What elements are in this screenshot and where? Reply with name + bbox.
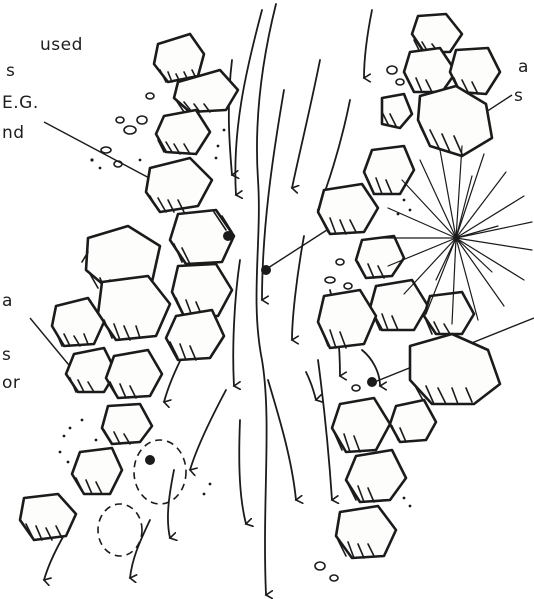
right-bank-boulders <box>318 14 500 558</box>
marker-dot-1 <box>223 231 233 241</box>
marker-dot-4 <box>145 455 155 465</box>
left-bank-boulders <box>20 34 238 540</box>
note-line-1: used <box>40 35 83 55</box>
note-line-7: or <box>2 373 20 393</box>
note-right-2: s <box>514 86 523 106</box>
note-right-1: a <box>518 57 529 77</box>
note-line-4: nd <box>2 123 25 143</box>
right-annotation-text: a s <box>514 57 529 106</box>
marker-dot-3 <box>367 377 377 387</box>
marker-dot-2 <box>261 265 271 275</box>
note-line-5: a <box>2 291 13 311</box>
note-line-3: E.G. <box>2 93 39 113</box>
note-line-2: s <box>6 61 15 81</box>
note-line-6: s <box>2 345 11 365</box>
